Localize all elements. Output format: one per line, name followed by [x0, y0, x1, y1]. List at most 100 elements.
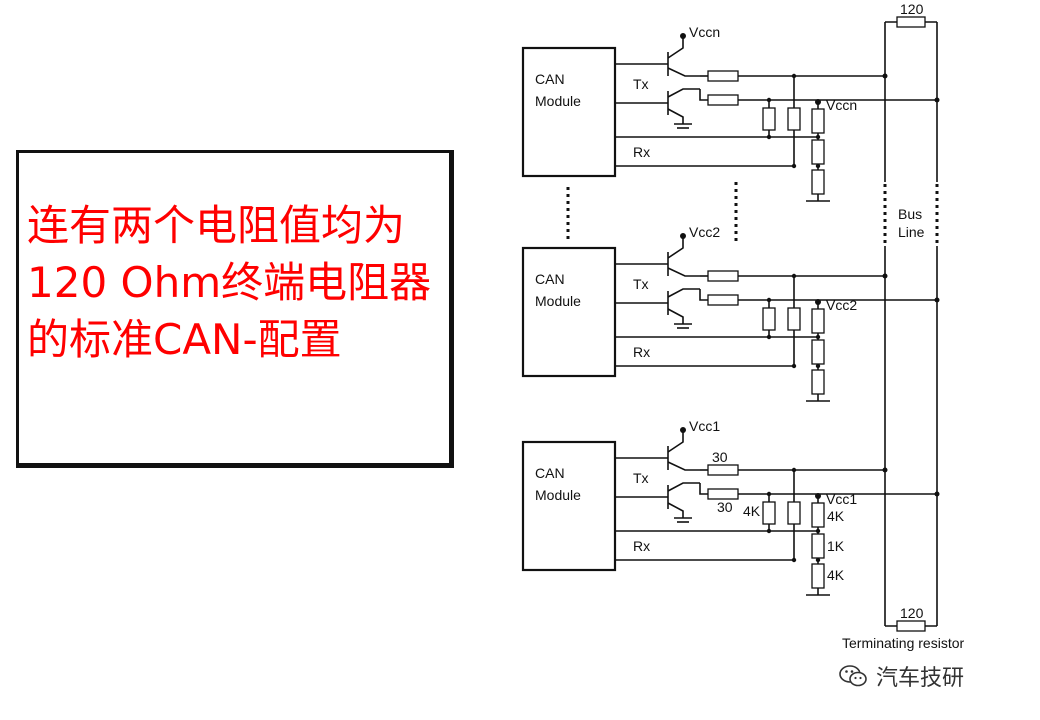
terminating-resistor-label: 120 — [900, 605, 924, 621]
module-label: Module — [535, 93, 581, 109]
module-label: CAN — [535, 71, 565, 87]
transistor-collector — [667, 288, 700, 298]
bus-line-label: Line — [898, 224, 925, 240]
wire — [699, 483, 708, 495]
series-resistor — [707, 70, 739, 82]
supply-label: Vcc2 — [826, 297, 857, 313]
series-resistor — [707, 488, 739, 500]
junction-dot — [766, 528, 772, 534]
terminating-resistor-top — [896, 16, 926, 28]
pull-resistor-label: 4K — [743, 503, 761, 519]
divider-resistor — [811, 369, 825, 395]
transistor-emitter — [667, 308, 684, 324]
divider-resistor — [811, 339, 825, 365]
can-module-box — [521, 246, 617, 378]
junction-dot — [815, 557, 821, 563]
terminating-resistor-caption: Terminating resistor — [842, 635, 964, 651]
junction-dot — [815, 163, 821, 169]
series-resistor — [707, 294, 739, 306]
module-label: CAN — [535, 271, 565, 287]
junction-dot — [791, 273, 797, 279]
supply-dot — [680, 427, 686, 433]
terminating-resistor-bottom — [896, 620, 926, 632]
supply-label: Vccn — [689, 24, 720, 40]
watermark: 汽车技研 — [838, 656, 964, 696]
bus-line-label: Bus — [898, 206, 922, 222]
junction-dot — [766, 134, 772, 140]
divider-resistor — [811, 533, 825, 559]
junction-dot — [791, 557, 797, 563]
pull-resistor — [762, 107, 776, 131]
watermark-text: 汽车技研 — [876, 666, 965, 691]
module-label: Module — [535, 487, 581, 503]
pull-resistor — [762, 501, 776, 525]
transistor-collector — [667, 432, 684, 453]
junction-dot — [766, 297, 772, 303]
transistor-emitter — [667, 67, 700, 77]
rx-label: Rx — [633, 538, 650, 554]
supply-dot — [680, 33, 686, 39]
series-resistor — [707, 464, 739, 476]
divider-resistor — [811, 108, 825, 134]
transistor-emitter — [667, 267, 700, 277]
callout-box: 连有两个电阻值均为120 Ohm终端电阻器的标准CAN-配置 — [16, 150, 454, 468]
supply-label: Vcc2 — [689, 224, 720, 240]
terminating-resistor-label: 120 — [900, 1, 924, 17]
divider-resistor-label: 4K — [827, 567, 845, 583]
divider-resistor — [811, 502, 825, 528]
pull-resistor — [787, 307, 801, 331]
junction-dot — [766, 491, 772, 497]
series-resistor — [707, 94, 739, 106]
wire — [699, 289, 708, 301]
series-resistor-label: 30 — [717, 499, 733, 515]
can-module-box — [521, 440, 617, 572]
tx-label: Tx — [633, 470, 649, 486]
junction-dot — [815, 134, 821, 140]
transistor-collector — [667, 238, 684, 259]
tx-label: Tx — [633, 276, 649, 292]
divider-resistor — [811, 563, 825, 589]
divider-resistor-label: 1K — [827, 538, 845, 554]
series-resistor-label: 30 — [712, 449, 728, 465]
supply-label: Vcc1 — [826, 491, 857, 507]
transistor-emitter — [667, 461, 700, 471]
transistor-emitter — [667, 502, 684, 518]
junction-dot — [791, 467, 797, 473]
callout-text: 连有两个电阻值均为120 Ohm终端电阻器的标准CAN-配置 — [27, 201, 432, 364]
rx-label: Rx — [633, 144, 650, 160]
junction-dot — [766, 97, 772, 103]
pull-resistor — [787, 107, 801, 131]
module-label: CAN — [535, 465, 565, 481]
pull-resistor — [762, 307, 776, 331]
pull-resistor — [787, 501, 801, 525]
divider-resistor — [811, 169, 825, 195]
rx-label: Rx — [633, 344, 650, 360]
divider-resistor — [811, 308, 825, 334]
supply-label: Vcc1 — [689, 418, 720, 434]
can-module-box — [521, 46, 617, 178]
transistor-collector — [667, 88, 700, 98]
wechat-icon — [839, 665, 867, 687]
junction-dot — [766, 334, 772, 340]
divider-resistor — [811, 139, 825, 165]
junction-dot — [815, 363, 821, 369]
transistor-collector — [667, 482, 700, 492]
tx-label: Tx — [633, 76, 649, 92]
junction-dot — [791, 73, 797, 79]
junction-dot — [815, 334, 821, 340]
junction-dot — [791, 163, 797, 169]
junction-dot — [791, 363, 797, 369]
wire — [699, 89, 708, 101]
series-resistor — [707, 270, 739, 282]
supply-dot — [680, 233, 686, 239]
junction-dot — [815, 528, 821, 534]
supply-label: Vccn — [826, 97, 857, 113]
module-label: Module — [535, 293, 581, 309]
divider-resistor-label: 4K — [827, 508, 845, 524]
transistor-emitter — [667, 108, 684, 124]
transistor-collector — [667, 38, 684, 59]
